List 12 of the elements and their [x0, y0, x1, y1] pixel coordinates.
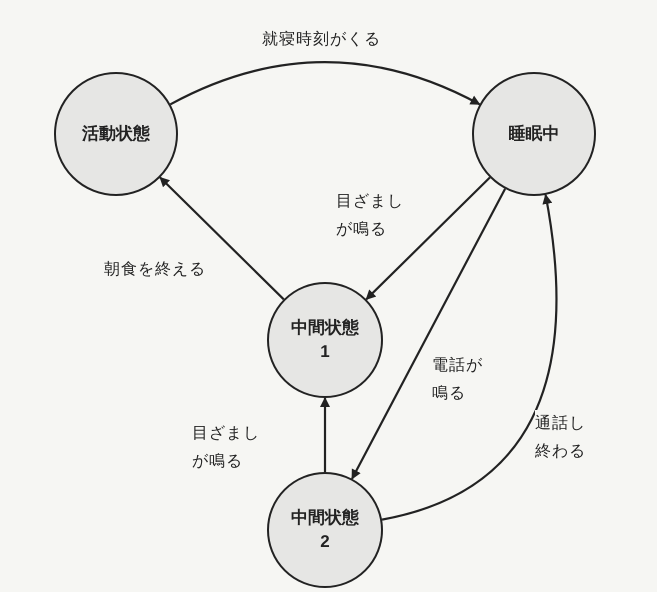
arrow [351, 188, 506, 480]
arrow [159, 176, 284, 300]
state-name: 1 [320, 341, 330, 363]
state-name: 中間状態 [291, 507, 359, 529]
arrow [320, 397, 330, 472]
arrow [382, 194, 558, 521]
arrow [366, 176, 491, 300]
state-name: 睡眠中 [508, 123, 560, 145]
arrow [170, 61, 480, 106]
state-name: 2 [320, 531, 330, 553]
state-name: 中間状態 [291, 317, 359, 339]
state-name: 活動状態 [82, 123, 150, 145]
